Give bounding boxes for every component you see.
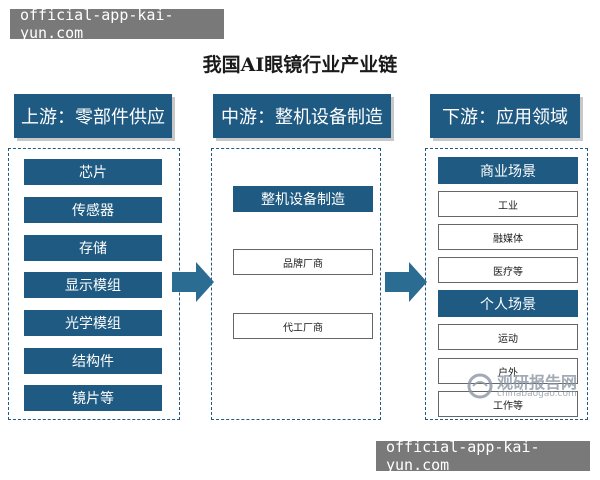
upstream-item-optical-module: 光学模组 [24,310,162,336]
midstream-item-brand: 品牌厂商 [233,249,373,275]
commercial-item-media: 融媒体 [438,224,578,250]
arrow-right-icon [385,262,427,302]
midstream-main: 整机设备制造 [233,186,373,212]
logo-icon [467,373,493,399]
personal-item-work: 工作等 [438,391,578,417]
logo-name: 观研报告网 [497,373,578,392]
watermark-top: official-app-kai-yun.com [10,6,224,42]
commercial-item-industry: 工业 [438,191,578,217]
commercial-item-medical: 医疗等 [438,257,578,283]
diagram-title: 我国AI眼镜行业产业链 [202,54,398,76]
arrow-right-icon [172,262,214,302]
logo-url: chinabaogao.com [497,389,577,399]
personal-item-outdoor: 户外 [438,358,578,384]
logo-watermark: 观研报告网 chinabaogao.com [467,367,591,407]
upstream-item-storage: 存储 [24,235,162,261]
watermark-bottom: official-app-kai-yun.com [376,438,590,474]
upstream-item-chip: 芯片 [24,159,162,185]
upstream-item-display-module: 显示模组 [24,272,162,298]
upstream-item-structure: 结构件 [24,348,162,374]
midstream-item-oem: 代工厂商 [233,313,373,339]
downstream-panel [425,148,588,420]
downstream-header: 下游：应用领域 [430,94,580,138]
midstream-header: 中游：整机设备制造 [213,94,391,138]
personal-item-sports: 运动 [438,324,578,350]
upstream-item-sensor: 传感器 [24,197,162,223]
commercial-scene-title: 商业场景 [438,157,578,184]
upstream-header: 上游：零部件供应 [14,94,172,138]
personal-scene-title: 个人场景 [438,290,578,317]
upstream-item-lens: 镜片等 [24,385,162,411]
